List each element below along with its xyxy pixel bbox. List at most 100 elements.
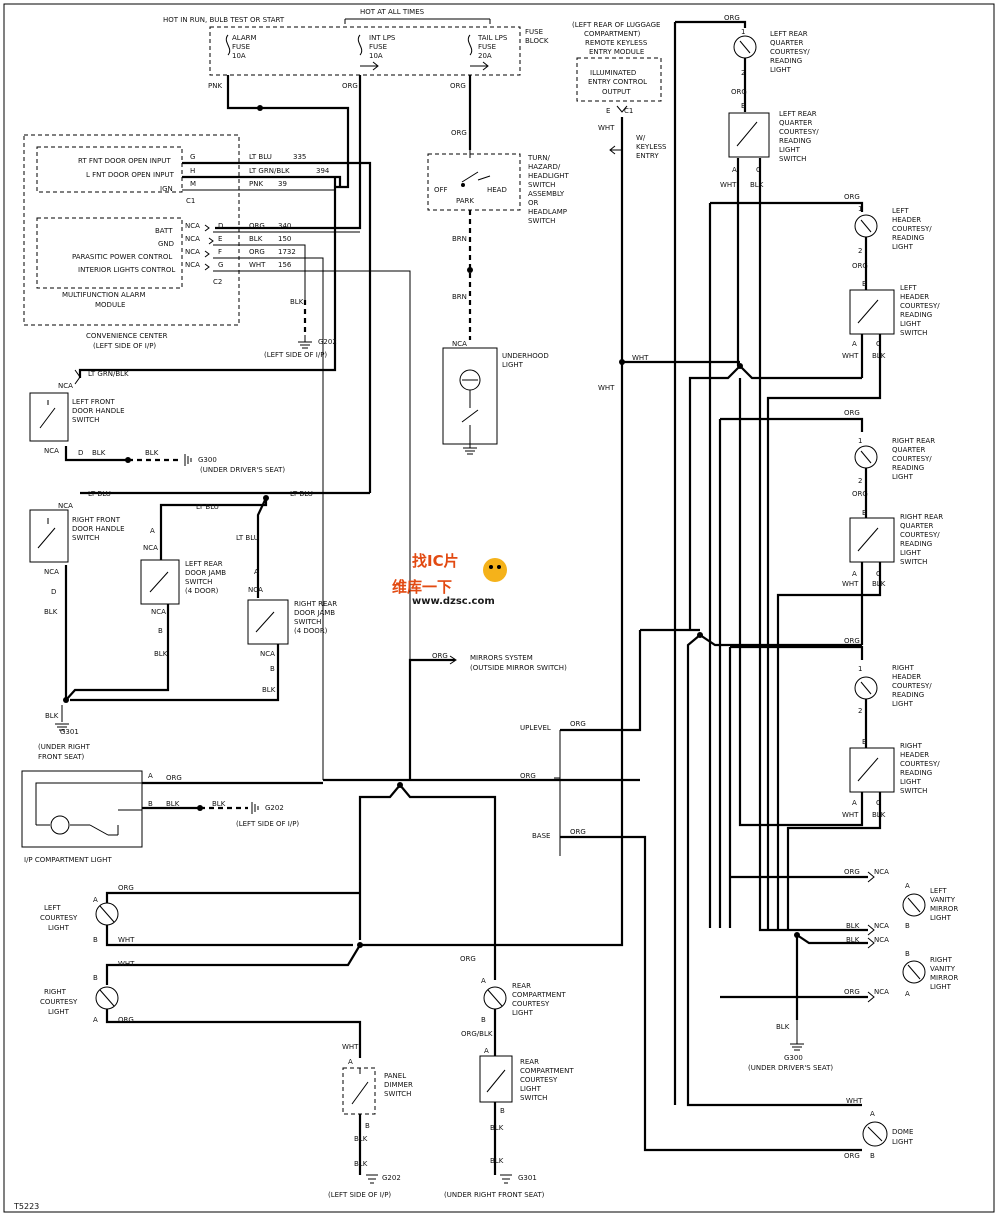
svg-text:NCA: NCA [248, 586, 263, 594]
svg-text:ASSEMBLY: ASSEMBLY [528, 190, 565, 198]
svg-text:PARASITIC POWER CONTROL: PARASITIC POWER CONTROL [72, 253, 172, 261]
svg-text:LT BLU: LT BLU [290, 490, 313, 498]
hot-in-run-label: HOT IN RUN, BULB TEST OR START [163, 16, 285, 24]
svg-text:(LEFT SIDE OF I/P): (LEFT SIDE OF I/P) [328, 1191, 391, 1199]
connector-c2-label: C2 [213, 278, 222, 286]
svg-text:DOME: DOME [892, 1128, 913, 1136]
mirrors-feed [408, 658, 455, 780]
svg-text:LEFT: LEFT [44, 904, 61, 912]
svg-text:DOOR HANDLE: DOOR HANDLE [72, 525, 125, 533]
svg-text:WHT: WHT [598, 124, 615, 132]
svg-text:ORG: ORG [570, 828, 586, 836]
svg-text:RIGHT: RIGHT [44, 988, 67, 996]
svg-text:WHT: WHT [842, 352, 859, 360]
svg-text:ORG: ORG [460, 955, 476, 963]
svg-text:B: B [862, 509, 867, 517]
svg-text:COURTESY/: COURTESY/ [892, 455, 932, 463]
svg-text:NCA: NCA [151, 608, 166, 616]
svg-text:SWITCH: SWITCH [294, 618, 321, 626]
svg-text:CONVENIENCE CENTER: CONVENIENCE CENTER [86, 332, 168, 340]
svg-text:LIGHT: LIGHT [48, 1008, 70, 1016]
svg-text:340: 340 [278, 222, 291, 230]
svg-text:QUARTER: QUARTER [770, 39, 803, 47]
svg-text:10A: 10A [369, 52, 383, 60]
svg-text:WHT: WHT [249, 261, 266, 269]
svg-text:LEFT: LEFT [930, 887, 947, 895]
svg-text:I/P COMPARTMENT LIGHT: I/P COMPARTMENT LIGHT [24, 856, 112, 864]
svg-text:UPLEVEL: UPLEVEL [520, 724, 551, 732]
svg-text:1: 1 [858, 437, 862, 445]
svg-text:G301: G301 [518, 1174, 537, 1182]
svg-text:KEYLESS: KEYLESS [636, 143, 667, 151]
svg-text:B: B [862, 738, 867, 746]
multifunction-alarm-module: RT FNT DOOR OPEN INPUT L FNT DOOR OPEN I… [23, 134, 411, 780]
svg-text:MODULE: MODULE [95, 301, 125, 309]
fuse-block: HOT IN RUN, BULB TEST OR START HOT AT AL… [163, 8, 549, 76]
svg-text:G202: G202 [382, 1174, 401, 1182]
svg-text:LT BLU: LT BLU [196, 503, 219, 511]
svg-text:B: B [148, 800, 153, 808]
svg-text:READING: READING [892, 464, 924, 472]
svg-text:NCA: NCA [874, 868, 889, 876]
svg-text:PNK: PNK [249, 180, 263, 188]
svg-text:C: C [876, 340, 881, 348]
svg-text:BRN: BRN [452, 293, 467, 301]
svg-text:G300: G300 [784, 1054, 803, 1062]
svg-text:COURTESY/: COURTESY/ [900, 760, 940, 768]
svg-text:READING: READING [779, 137, 811, 145]
svg-text:REAR: REAR [520, 1058, 539, 1066]
svg-text:REAR: REAR [512, 982, 531, 990]
right-front-door-handle-switch: LT BLU LT BLU NCA RIGHT FRONT DOOR HANDL… [29, 490, 370, 700]
svg-text:OUTPUT: OUTPUT [602, 88, 631, 96]
svg-text:SWITCH: SWITCH [520, 1094, 547, 1102]
svg-text:LEFT: LEFT [892, 207, 909, 215]
svg-text:READING: READING [892, 234, 924, 242]
svg-text:INTERIOR LIGHTS CONTROL: INTERIOR LIGHTS CONTROL [78, 266, 175, 274]
svg-text:HEADER: HEADER [892, 673, 921, 681]
svg-text:G202: G202 [265, 804, 284, 812]
svg-text:COURTESY: COURTESY [520, 1076, 558, 1084]
svg-text:39: 39 [278, 180, 287, 188]
svg-text:ORG: ORG [844, 409, 860, 417]
left-header-light-switch: B LEFT HEADER COURTESY/ READING LIGHT SW… [766, 280, 940, 930]
svg-text:D: D [78, 449, 83, 457]
svg-text:NCA: NCA [874, 922, 889, 930]
svg-text:LEFT REAR: LEFT REAR [185, 560, 223, 568]
svg-text:FUSE: FUSE [478, 43, 496, 51]
svg-text:(LEFT SIDE OF I/P): (LEFT SIDE OF I/P) [93, 342, 156, 350]
svg-text:SWITCH: SWITCH [900, 558, 927, 566]
svg-text:RT FNT DOOR OPEN INPUT: RT FNT DOOR OPEN INPUT [78, 157, 171, 165]
right-rear-quarter-light-switch: B RIGHT REAR QUARTER COURTESY/ READING L… [776, 509, 943, 930]
svg-text:WHT: WHT [842, 580, 859, 588]
svg-text:COURTESY: COURTESY [512, 1000, 550, 1008]
svg-text:NCA: NCA [874, 936, 889, 944]
svg-text:NCA: NCA [44, 447, 59, 455]
svg-text:PANEL: PANEL [384, 1072, 406, 1080]
figure-reference: T5223 [13, 1202, 39, 1211]
svg-text:COURTESY/: COURTESY/ [900, 302, 940, 310]
svg-text:GND: GND [158, 240, 174, 248]
svg-text:READING: READING [900, 311, 932, 319]
svg-text:OFF: OFF [434, 186, 448, 194]
svg-text:LIGHT: LIGHT [900, 778, 922, 786]
svg-text:WHT: WHT [720, 181, 737, 189]
svg-text:NCA: NCA [185, 261, 200, 269]
svg-text:ENTRY CONTROL: ENTRY CONTROL [588, 78, 647, 86]
svg-text:B: B [93, 974, 98, 982]
svg-text:A: A [93, 896, 98, 904]
svg-text:ORG: ORG [852, 490, 868, 498]
svg-text:LEFT REAR: LEFT REAR [770, 30, 808, 38]
svg-text:UNDERHOOD: UNDERHOOD [502, 352, 549, 360]
svg-text:(LEFT REAR OF LUGGAGE: (LEFT REAR OF LUGGAGE [572, 21, 660, 29]
svg-text:ORG/BLK: ORG/BLK [461, 1030, 493, 1038]
svg-text:A: A [93, 1016, 98, 1024]
svg-text:NCA: NCA [185, 248, 200, 256]
svg-text:ORG: ORG [249, 222, 265, 230]
svg-text:BATT: BATT [155, 227, 173, 235]
svg-text:150: 150 [278, 235, 291, 243]
svg-text:B: B [500, 1107, 505, 1115]
svg-text:G202: G202 [318, 338, 337, 346]
tail-lps-fuse: TAIL LPS FUSE 20A [467, 34, 508, 60]
svg-text:2: 2 [858, 247, 862, 255]
svg-text:VANITY: VANITY [930, 965, 956, 973]
